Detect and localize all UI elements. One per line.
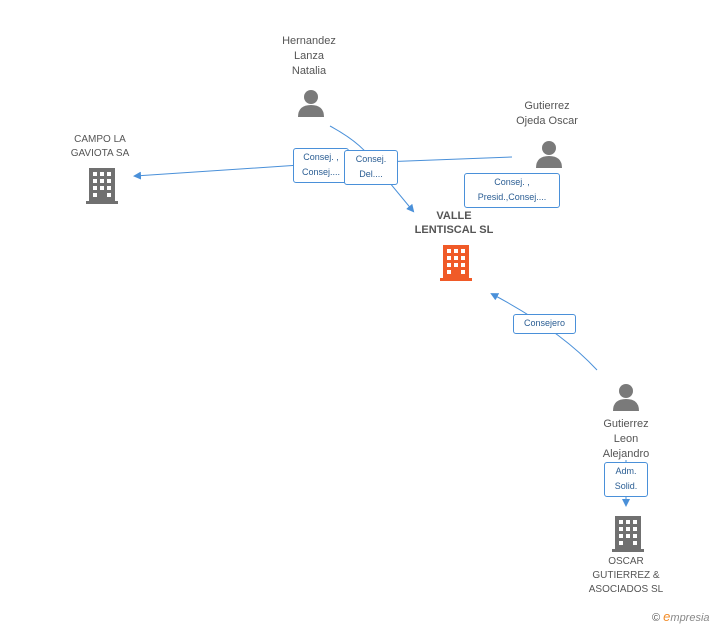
- person-icon[interactable]: [296, 88, 326, 118]
- company-label-oscar[interactable]: OSCAR GUTIERREZ & ASOCIADOS SL: [588, 556, 664, 595]
- edge-label-hernandez-campo[interactable]: Consej. , Consej....: [293, 148, 349, 183]
- edge-label-oscar-valle[interactable]: Consej. , Presid.,Consej....: [464, 173, 560, 208]
- building-icon[interactable]: [86, 168, 118, 204]
- edge-label-leon-valle[interactable]: Consejero: [513, 314, 576, 334]
- empresia-logo: © empresia: [652, 609, 710, 624]
- copyright-symbol: ©: [652, 612, 661, 624]
- company-label-campo[interactable]: CAMPO LA GAVIOTA SA: [70, 134, 130, 159]
- edge-label-leon-oscar-company[interactable]: Adm. Solid.: [604, 462, 648, 497]
- person-label-gutierrez-ojeda[interactable]: Gutierrez Ojeda Oscar: [516, 100, 578, 127]
- person-icon[interactable]: [611, 382, 641, 412]
- main-company-label[interactable]: VALLE LENTISCAL SL: [414, 210, 494, 236]
- brand-name: mpresia: [670, 612, 710, 624]
- building-icon[interactable]: [612, 516, 644, 552]
- person-icon[interactable]: [534, 139, 564, 169]
- building-icon-main[interactable]: [440, 245, 472, 281]
- person-label-hernandez[interactable]: Hernandez Lanza Natalia: [282, 35, 336, 77]
- person-label-gutierrez-leon[interactable]: Gutierrez Leon Alejandro: [602, 418, 650, 460]
- edge-label-hernandez-valle[interactable]: Consej. Del....: [344, 150, 398, 185]
- brand-e: e: [663, 609, 671, 624]
